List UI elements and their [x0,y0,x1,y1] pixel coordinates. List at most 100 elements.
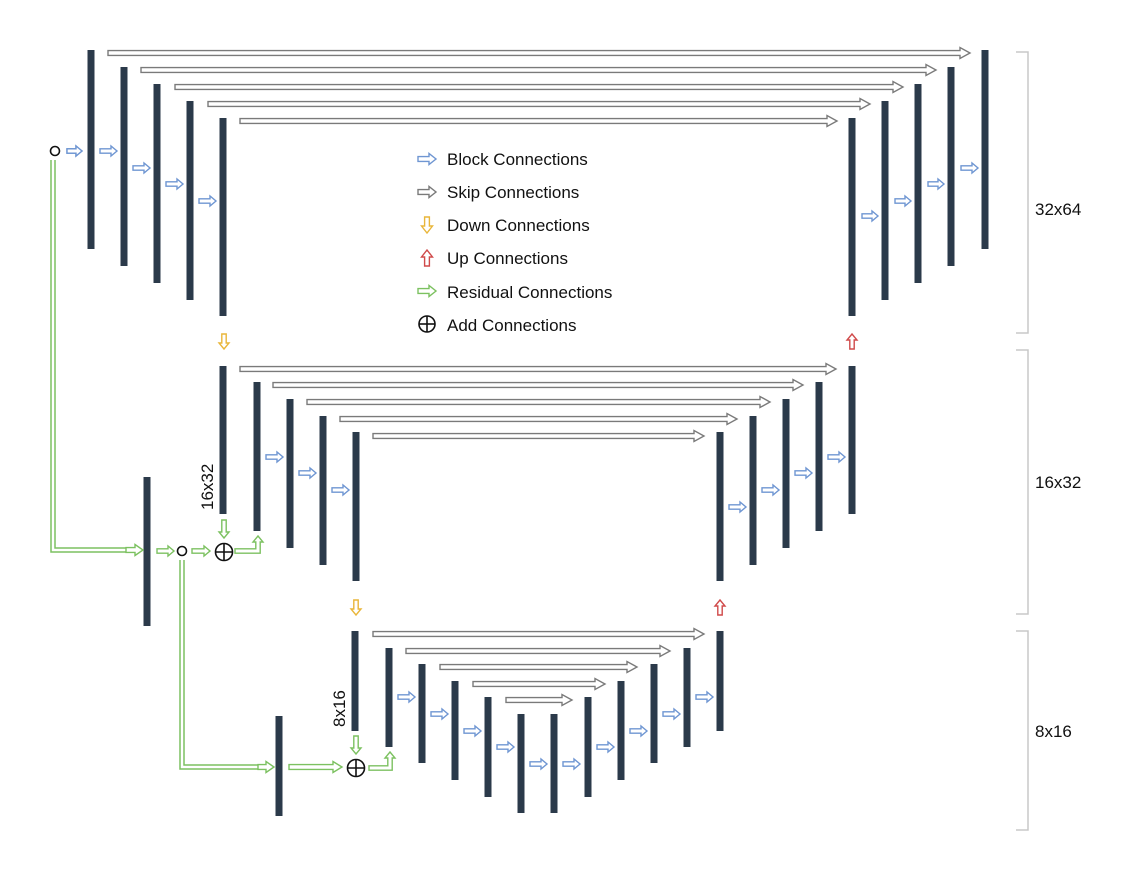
block-connection-arrow [529,757,549,771]
up-arrow-icon [420,248,434,267]
block-connection-arrow [298,466,318,480]
layer-bar [517,714,525,813]
resolution-label-16x32: 16x32 [1035,473,1081,492]
layer-bar [683,648,691,747]
skip-connection-arrow [372,627,706,641]
layer-bar [782,399,790,548]
inline-label-16x32: 16x32 [198,464,217,510]
resolution-bracket [1016,349,1029,615]
layer-bar [716,631,724,731]
residual-connection-arrow [234,534,265,554]
resolution-brackets [1016,51,1029,831]
block-connection-arrow [198,194,218,208]
block-connection-arrow [397,690,417,704]
residual-arrow-icon [417,284,438,298]
skip-connection-arrow [239,114,839,128]
block-connection-arrow [827,450,847,464]
legend-icons [417,152,438,333]
block-connection-arrow [99,144,119,158]
block-connection-arrow [861,209,880,223]
skip-connection-arrow [107,46,972,60]
skip-connection-arrow [207,97,872,111]
layer-bar [319,416,327,565]
block-connection-arrow [927,177,946,191]
skip-connection-arrow [339,412,739,426]
layer-bar [584,697,592,797]
block-connection-arrow [960,161,980,175]
block-connection-arrow [265,450,285,464]
layer-bar [219,366,227,514]
residual-connection-arrow [191,544,212,558]
block-connection-arrow [894,194,913,208]
skip-connection-arrow [405,644,672,658]
layer-bar [120,67,128,266]
block-connection-arrow [165,177,185,191]
block-connection-arrow [66,144,84,158]
layer-bars [87,50,989,816]
inline-label-8x16: 8x16 [330,690,349,727]
layer-bar [914,84,922,283]
residual-path-inner [180,560,266,769]
skip-connection-arrow [439,660,639,674]
legend-label-skip: Skip Connections [447,183,579,202]
layer-bar [352,432,360,581]
block-connection-arrow [728,500,748,514]
skip-connection-arrow [239,362,838,376]
layer-bar [550,714,558,813]
layer-bar [351,631,359,731]
layer-bar [848,366,856,514]
layer-bar [143,477,151,626]
layer-bar [881,101,889,300]
layer-bar [650,664,658,763]
skip-connection-arrow [140,63,938,77]
block-connection-arrow [331,483,351,497]
residual-path [179,560,266,770]
skip-connection-arrow [272,378,805,392]
block-connection-arrow [794,466,814,480]
block-connection-arrow [662,707,682,721]
add-circle-icon [346,758,366,778]
layer-bar [981,50,989,249]
block-connection-arrow [695,690,715,704]
block-arrow-icon [417,152,438,166]
skip-connection-arrow [472,677,607,691]
layer-bar [385,648,393,747]
up-connection-arrow [845,332,859,350]
legend-label-down: Down Connections [447,216,590,235]
residual-connection-arrow [156,544,176,558]
layer-bar [451,681,459,780]
layer-bar [186,101,194,300]
residual-connection-arrow [257,760,276,774]
add-circle-icon [418,315,436,333]
up-connection-arrow [713,598,727,616]
connections [49,46,980,778]
legend-label-up: Up Connections [447,249,568,268]
legend-label-block: Block Connections [447,150,588,169]
skip-connection-arrow [306,395,772,409]
block-connection-arrow [629,724,649,738]
legend-label-residual: Residual Connections [447,283,612,302]
split-node-circle [176,545,188,557]
skip-connection-arrow [174,80,905,94]
down-arrow-icon [420,216,434,235]
block-connection-arrow [132,161,152,175]
layer-bar [253,382,261,531]
legend-label-add: Add Connections [447,316,576,335]
layer-bar [848,118,856,316]
block-connection-arrow [496,740,516,754]
layer-bar [716,432,724,581]
block-connection-arrow [463,724,483,738]
resolution-label-8x16: 8x16 [1035,722,1072,741]
layer-bar [484,697,492,797]
residual-path-inner [51,160,136,552]
block-connection-arrow [430,707,450,721]
layer-bar [286,399,294,548]
block-connection-arrow [562,757,582,771]
block-connection-arrow [596,740,616,754]
layer-bar [87,50,95,249]
add-circle-icon [214,542,234,562]
layer-bar [153,84,161,283]
block-connection-arrow [761,483,781,497]
residual-connection-arrow [217,519,231,540]
